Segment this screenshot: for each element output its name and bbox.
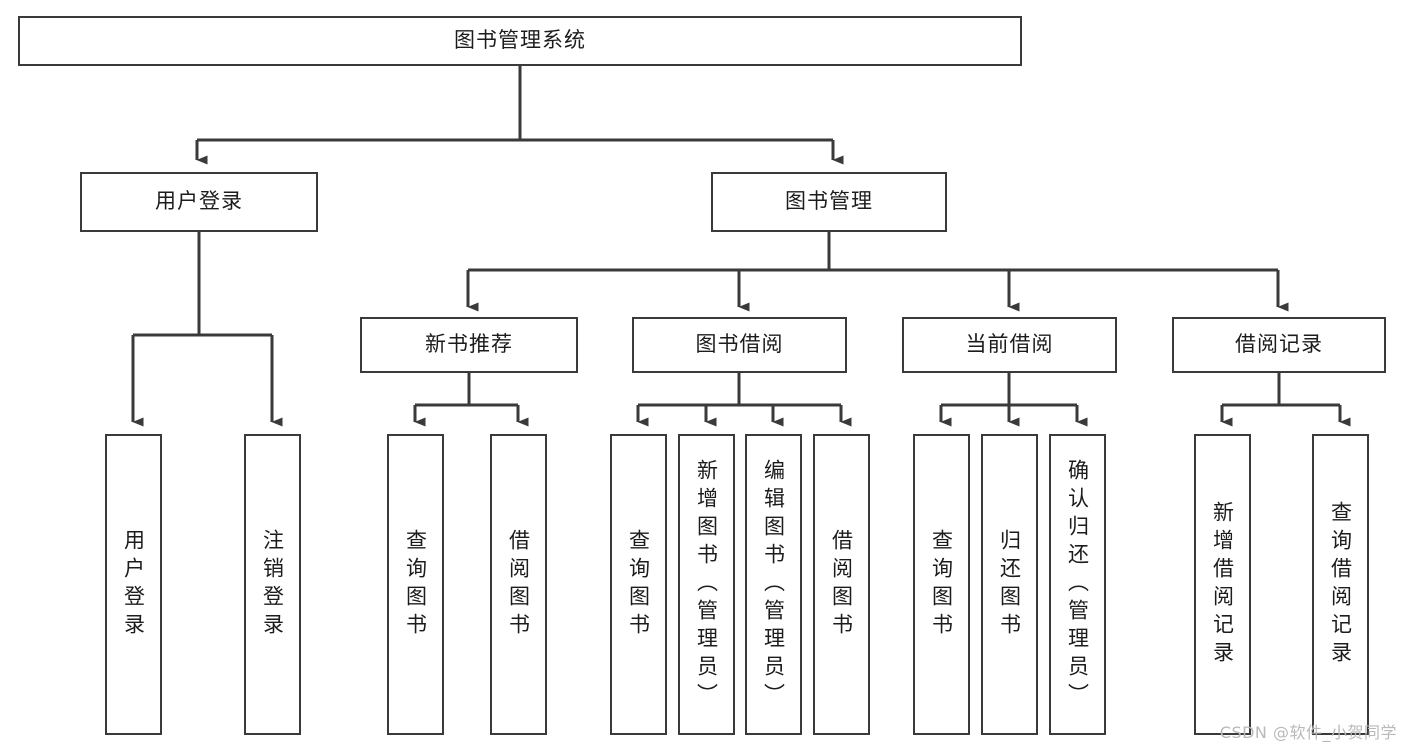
leaf-book-borrow-edit-book-admin[interactable]: 编辑图书（管理员） [745, 434, 802, 735]
node-label: 确认归还（管理员） [1065, 458, 1090, 711]
watermark: CSDN @软件_小贺同学 [1219, 723, 1397, 742]
leaf-current-borrow-return-book[interactable]: 归还图书 [981, 434, 1038, 735]
node-label: 借阅图书 [829, 528, 854, 641]
node-label: 归还图书 [997, 528, 1022, 641]
node-label: 新增借阅记录 [1210, 500, 1235, 669]
node-label: 用户登录 [155, 189, 243, 214]
node-new-book-recommend[interactable]: 新书推荐 [360, 317, 578, 373]
node-label: 图书借阅 [695, 332, 784, 357]
node-current-borrow[interactable]: 当前借阅 [902, 317, 1117, 373]
leaf-book-borrow-borrow-book[interactable]: 借阅图书 [813, 434, 870, 735]
node-label: 借阅记录 [1235, 332, 1323, 357]
leaf-borrow-record-add-record[interactable]: 新增借阅记录 [1194, 434, 1251, 735]
node-label: 查询借阅记录 [1328, 500, 1353, 669]
leaf-new-book-query-book[interactable]: 查询图书 [387, 434, 444, 735]
node-book-management[interactable]: 图书管理 [711, 172, 947, 232]
node-label: 借阅图书 [506, 528, 531, 641]
leaf-user-login-logout[interactable]: 注销登录 [244, 434, 301, 735]
leaf-user-login-login[interactable]: 用户登录 [105, 434, 162, 735]
node-label: 用户登录 [121, 528, 146, 641]
node-label: 当前借阅 [965, 332, 1054, 357]
leaf-book-borrow-add-book-admin[interactable]: 新增图书（管理员） [678, 434, 735, 735]
leaf-new-book-borrow-book[interactable]: 借阅图书 [490, 434, 547, 735]
node-label: 图书管理 [785, 189, 873, 214]
node-label: 编辑图书（管理员） [761, 458, 786, 711]
node-label: 注销登录 [260, 528, 285, 641]
leaf-book-borrow-query-book[interactable]: 查询图书 [610, 434, 667, 735]
node-borrow-record[interactable]: 借阅记录 [1172, 317, 1386, 373]
node-root-book-management-system[interactable]: 图书管理系统 [18, 16, 1022, 66]
node-label: 查询图书 [929, 528, 954, 641]
node-label: 查询图书 [626, 528, 651, 641]
node-label: 查询图书 [403, 528, 428, 641]
leaf-borrow-record-query-record[interactable]: 查询借阅记录 [1312, 434, 1369, 735]
node-label: 图书管理系统 [454, 28, 586, 53]
node-book-borrow[interactable]: 图书借阅 [632, 317, 847, 373]
node-user-login[interactable]: 用户登录 [80, 172, 318, 232]
leaf-current-borrow-query-book[interactable]: 查询图书 [913, 434, 970, 735]
leaf-current-borrow-confirm-return-admin[interactable]: 确认归还（管理员） [1049, 434, 1106, 735]
node-label: 新增图书（管理员） [694, 458, 719, 711]
node-label: 新书推荐 [425, 332, 513, 357]
